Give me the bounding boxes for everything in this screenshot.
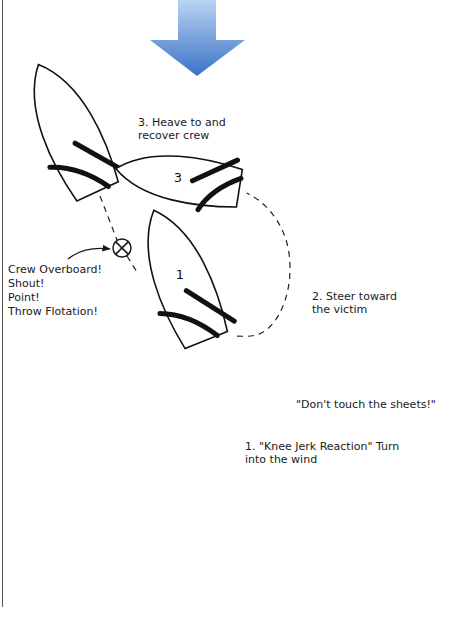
course-line bbox=[237, 193, 290, 336]
boat-hull bbox=[113, 146, 244, 211]
boat-hull bbox=[14, 53, 123, 203]
annotation-text: "Don't touch the sheets!" bbox=[296, 398, 436, 411]
victim-cross bbox=[116, 242, 129, 255]
annotation-label: "Don't touch the sheets!" bbox=[296, 398, 436, 411]
annotation-text: 3. Heave to and recover crew bbox=[138, 116, 243, 142]
annotation-text: 2. Steer toward the victim bbox=[312, 290, 412, 316]
boat-sail bbox=[198, 172, 241, 215]
annotation-label: Shout! bbox=[8, 277, 44, 290]
annotation-text: 1. "Knee Jerk Reaction" Turn into the wi… bbox=[245, 440, 400, 466]
boat-sail bbox=[160, 296, 217, 352]
annotation-label: Throw Flotation! bbox=[8, 305, 98, 318]
callout-number: 1 bbox=[176, 267, 184, 282]
wind-arrow bbox=[150, 0, 245, 76]
annotation-text: Shout! bbox=[8, 277, 44, 290]
victim-symbol bbox=[113, 239, 131, 257]
victim-circle bbox=[113, 239, 131, 257]
track-line bbox=[127, 256, 137, 272]
track-line bbox=[100, 196, 117, 240]
annotation-text: Point! bbox=[8, 291, 40, 304]
boat-figure bbox=[112, 141, 244, 215]
annotation-text: Throw Flotation! bbox=[8, 305, 98, 318]
boat-sail bbox=[75, 129, 124, 185]
boat-hull bbox=[128, 200, 231, 350]
leader-arrow bbox=[68, 248, 110, 259]
boat-figure bbox=[123, 198, 237, 353]
annotation-label: Point! bbox=[8, 291, 40, 304]
page-rule bbox=[2, 0, 3, 607]
annotation-text: Crew Overboard! bbox=[8, 263, 102, 276]
annotation-label: 3. Heave to and recover crew bbox=[138, 116, 243, 142]
callout-number: 3 bbox=[174, 170, 182, 185]
annotation-label: 2. Steer toward the victim bbox=[312, 290, 412, 316]
boat-node: 3 bbox=[109, 141, 246, 216]
boat-sail bbox=[186, 278, 234, 333]
boat-before bbox=[9, 51, 128, 206]
annotation-label: 1. "Knee Jerk Reaction" Turn into the wi… bbox=[245, 440, 400, 466]
boat-node: 1 bbox=[123, 196, 237, 354]
annotation-label: Crew Overboard! bbox=[8, 263, 102, 276]
victim-cross bbox=[116, 242, 129, 255]
